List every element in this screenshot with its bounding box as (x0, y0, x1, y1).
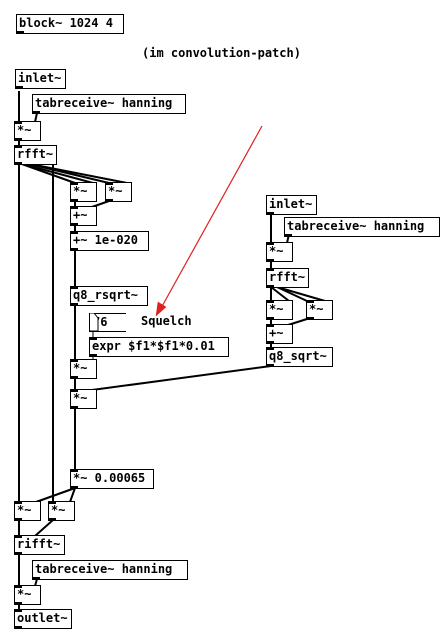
mul-window-left[interactable]: *~ (14, 121, 41, 141)
add-right[interactable]: +~ (266, 324, 293, 344)
squelch-number-box[interactable]: 76 (89, 313, 126, 332)
number-box-corner (90, 313, 99, 332)
expr-object[interactable]: expr $f1*$f1*0.01 (89, 337, 229, 357)
mul-out-im[interactable]: *~ (48, 501, 75, 521)
mul-out-window[interactable]: *~ (14, 585, 41, 605)
add-left[interactable]: +~ (70, 206, 97, 226)
mul-re-right[interactable]: *~ (266, 300, 293, 320)
block-object[interactable]: block~ 1024 4 (16, 14, 124, 34)
outlet-object[interactable]: outlet~ (14, 609, 72, 629)
mul-im-left[interactable]: *~ (105, 182, 132, 202)
rfft-right[interactable]: rfft~ (266, 268, 309, 288)
mul-a-left[interactable]: *~ (70, 359, 97, 379)
title-comment: (im convolution-patch) (142, 46, 301, 60)
q8-sqrt-object[interactable]: q8_sqrt~ (266, 347, 333, 367)
tabreceive-right[interactable]: tabreceive~ hanning (284, 217, 440, 237)
rifft-object[interactable]: rifft~ (14, 535, 65, 555)
rfft-left[interactable]: rfft~ (14, 145, 57, 165)
mul-window-right[interactable]: *~ (266, 242, 293, 262)
add-epsilon[interactable]: +~ 1e-020 (70, 231, 149, 251)
inlet-right[interactable]: inlet~ (266, 195, 317, 215)
q8-rsqrt-object[interactable]: q8_rsqrt~ (70, 286, 148, 306)
mul-gain[interactable]: *~ 0.00065 (70, 469, 154, 489)
mul-out-re[interactable]: *~ (14, 501, 41, 521)
mul-re-left[interactable]: *~ (70, 182, 97, 202)
squelch-label: Squelch (141, 314, 192, 328)
mul-im-right[interactable]: *~ (306, 300, 333, 320)
inlet-left[interactable]: inlet~ (15, 69, 66, 89)
tabreceive-left[interactable]: tabreceive~ hanning (32, 94, 186, 114)
tabreceive-out[interactable]: tabreceive~ hanning (32, 560, 188, 580)
annotation-arrow (155, 125, 263, 317)
mul-b-left[interactable]: *~ (70, 389, 97, 409)
